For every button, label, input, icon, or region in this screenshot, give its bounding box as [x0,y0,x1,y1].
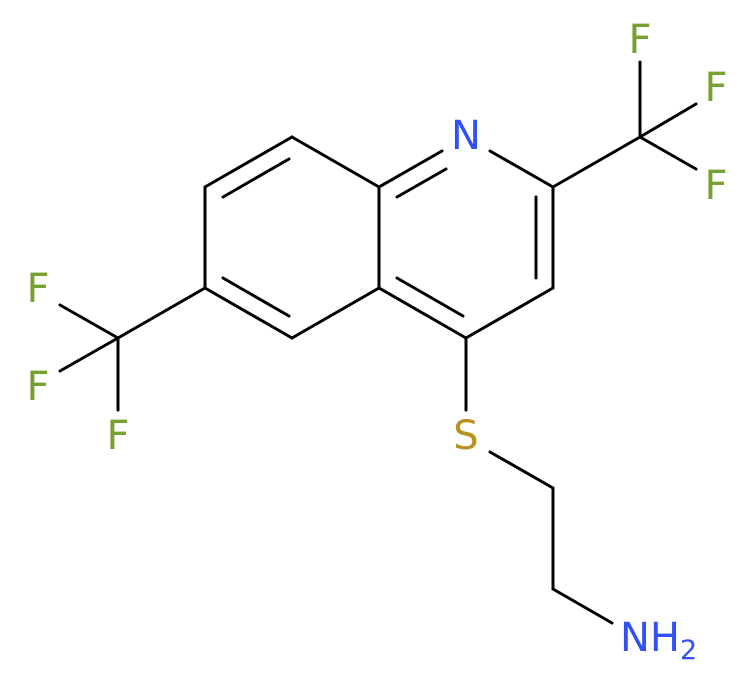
bond-c4-c4a-inner [395,276,465,318]
fluorine-bottom-label: F [106,413,129,459]
bond-n1-c2 [488,149,555,189]
bond-c6-c5-inner [221,276,291,318]
amine-nh: NH [620,615,680,661]
bond-c8-c7-inner [221,157,291,199]
fluorine-left-lower-label: F [26,364,49,410]
bond-c8a-c8 [290,135,381,189]
bond-c3-c4 [464,286,555,340]
bond-c6-c5 [203,286,294,340]
bond-c2-cf3 [551,135,642,189]
fluorine-top-label: F [628,17,651,63]
atom-labels: N S NH2 F F F F F F [26,17,727,666]
bond-c4-c4a [377,286,468,340]
bond-ch2-n [551,587,614,625]
bond-c6-cf3 [116,286,207,340]
bond-c8a-n1-inner [395,167,448,199]
bond-c8-c7 [203,135,294,189]
bond-cf3-f-right [638,102,698,139]
sulfur-label: S [453,413,478,459]
bond-c5-c4a [290,286,381,340]
bond-cf3-f-bottom [638,135,698,171]
amine-subscript: 2 [680,635,697,666]
fluorine-left-upper-label: F [26,266,49,312]
bond-c8a-n1 [377,149,444,189]
fluorine-right-label: F [704,65,727,111]
bonds [58,60,698,625]
ring-nitrogen-label: N [451,113,481,159]
bond-cf3-f-left [58,336,120,373]
bond-cf3-f-upper [58,303,120,340]
amine-label: NH2 [620,615,697,666]
fluorine-right-lower-label: F [704,163,727,209]
bond-s-ch2 [488,450,555,490]
